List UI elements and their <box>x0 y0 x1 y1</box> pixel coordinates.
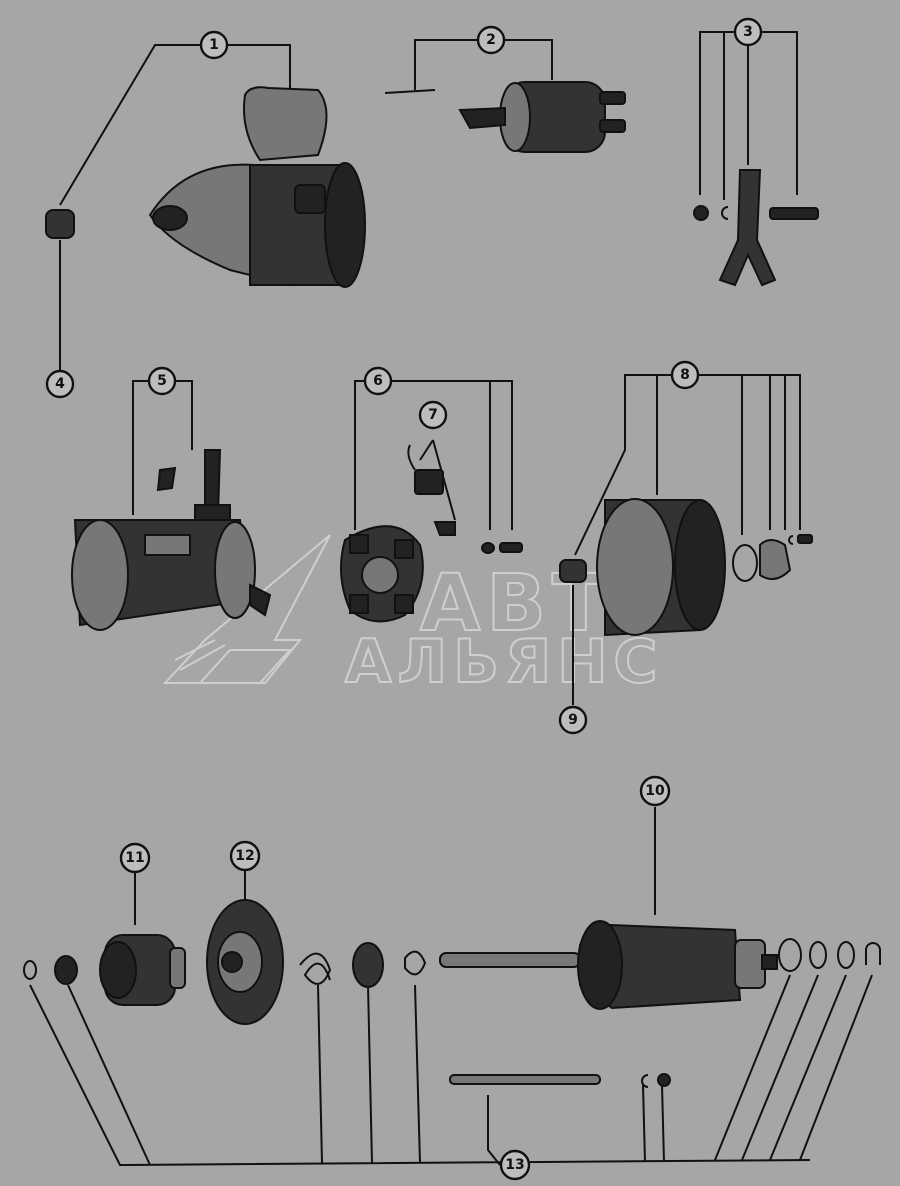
callout-11-label: 11 <box>125 850 144 866</box>
watermark-logo <box>162 534 331 684</box>
callout-6-label: 6 <box>373 373 383 389</box>
hardware-set <box>23 938 881 1088</box>
callout-4-label: 4 <box>55 376 65 392</box>
callout-3-label: 3 <box>743 24 753 40</box>
callout-5-label: 5 <box>157 373 167 389</box>
callout-8-label: 8 <box>680 367 690 383</box>
callout-6: 6 <box>363 366 393 396</box>
callout-1: 1 <box>199 30 229 60</box>
callout-11: 11 <box>119 842 151 874</box>
callout-8: 8 <box>670 360 700 390</box>
parts <box>23 81 881 1088</box>
end-bush <box>559 559 587 583</box>
callout-12: 12 <box>229 840 261 872</box>
callout-10-label: 10 <box>645 783 665 799</box>
callout-13: 13 <box>499 1149 531 1181</box>
callout-4: 4 <box>45 369 75 399</box>
solenoid <box>384 81 626 153</box>
callout-9: 9 <box>558 705 588 735</box>
leader-group-13 <box>29 974 873 1167</box>
brush-holder <box>340 525 523 623</box>
brushes <box>407 444 456 536</box>
watermark-line2: АЛЬЯНС <box>345 627 663 697</box>
starter-assembly <box>148 86 366 288</box>
callout-1-label: 1 <box>209 37 219 53</box>
callout-9-label: 9 <box>568 712 578 728</box>
drive-end-plate <box>206 899 284 1025</box>
callout-10: 10 <box>639 775 671 807</box>
bushing <box>45 209 75 239</box>
callout-2-label: 2 <box>486 32 496 48</box>
callout-5: 5 <box>147 366 177 396</box>
callout-7: 7 <box>418 400 448 430</box>
end-cover <box>596 498 813 637</box>
callout-12-label: 12 <box>235 848 254 864</box>
fork-lever <box>693 169 819 287</box>
callout-3: 3 <box>733 17 763 47</box>
callout-13-label: 13 <box>505 1157 524 1173</box>
callout-7-label: 7 <box>428 407 438 423</box>
armature <box>439 920 778 1010</box>
field-housing <box>71 449 272 631</box>
drive-pinion <box>99 934 186 1006</box>
callout-2: 2 <box>476 25 506 55</box>
